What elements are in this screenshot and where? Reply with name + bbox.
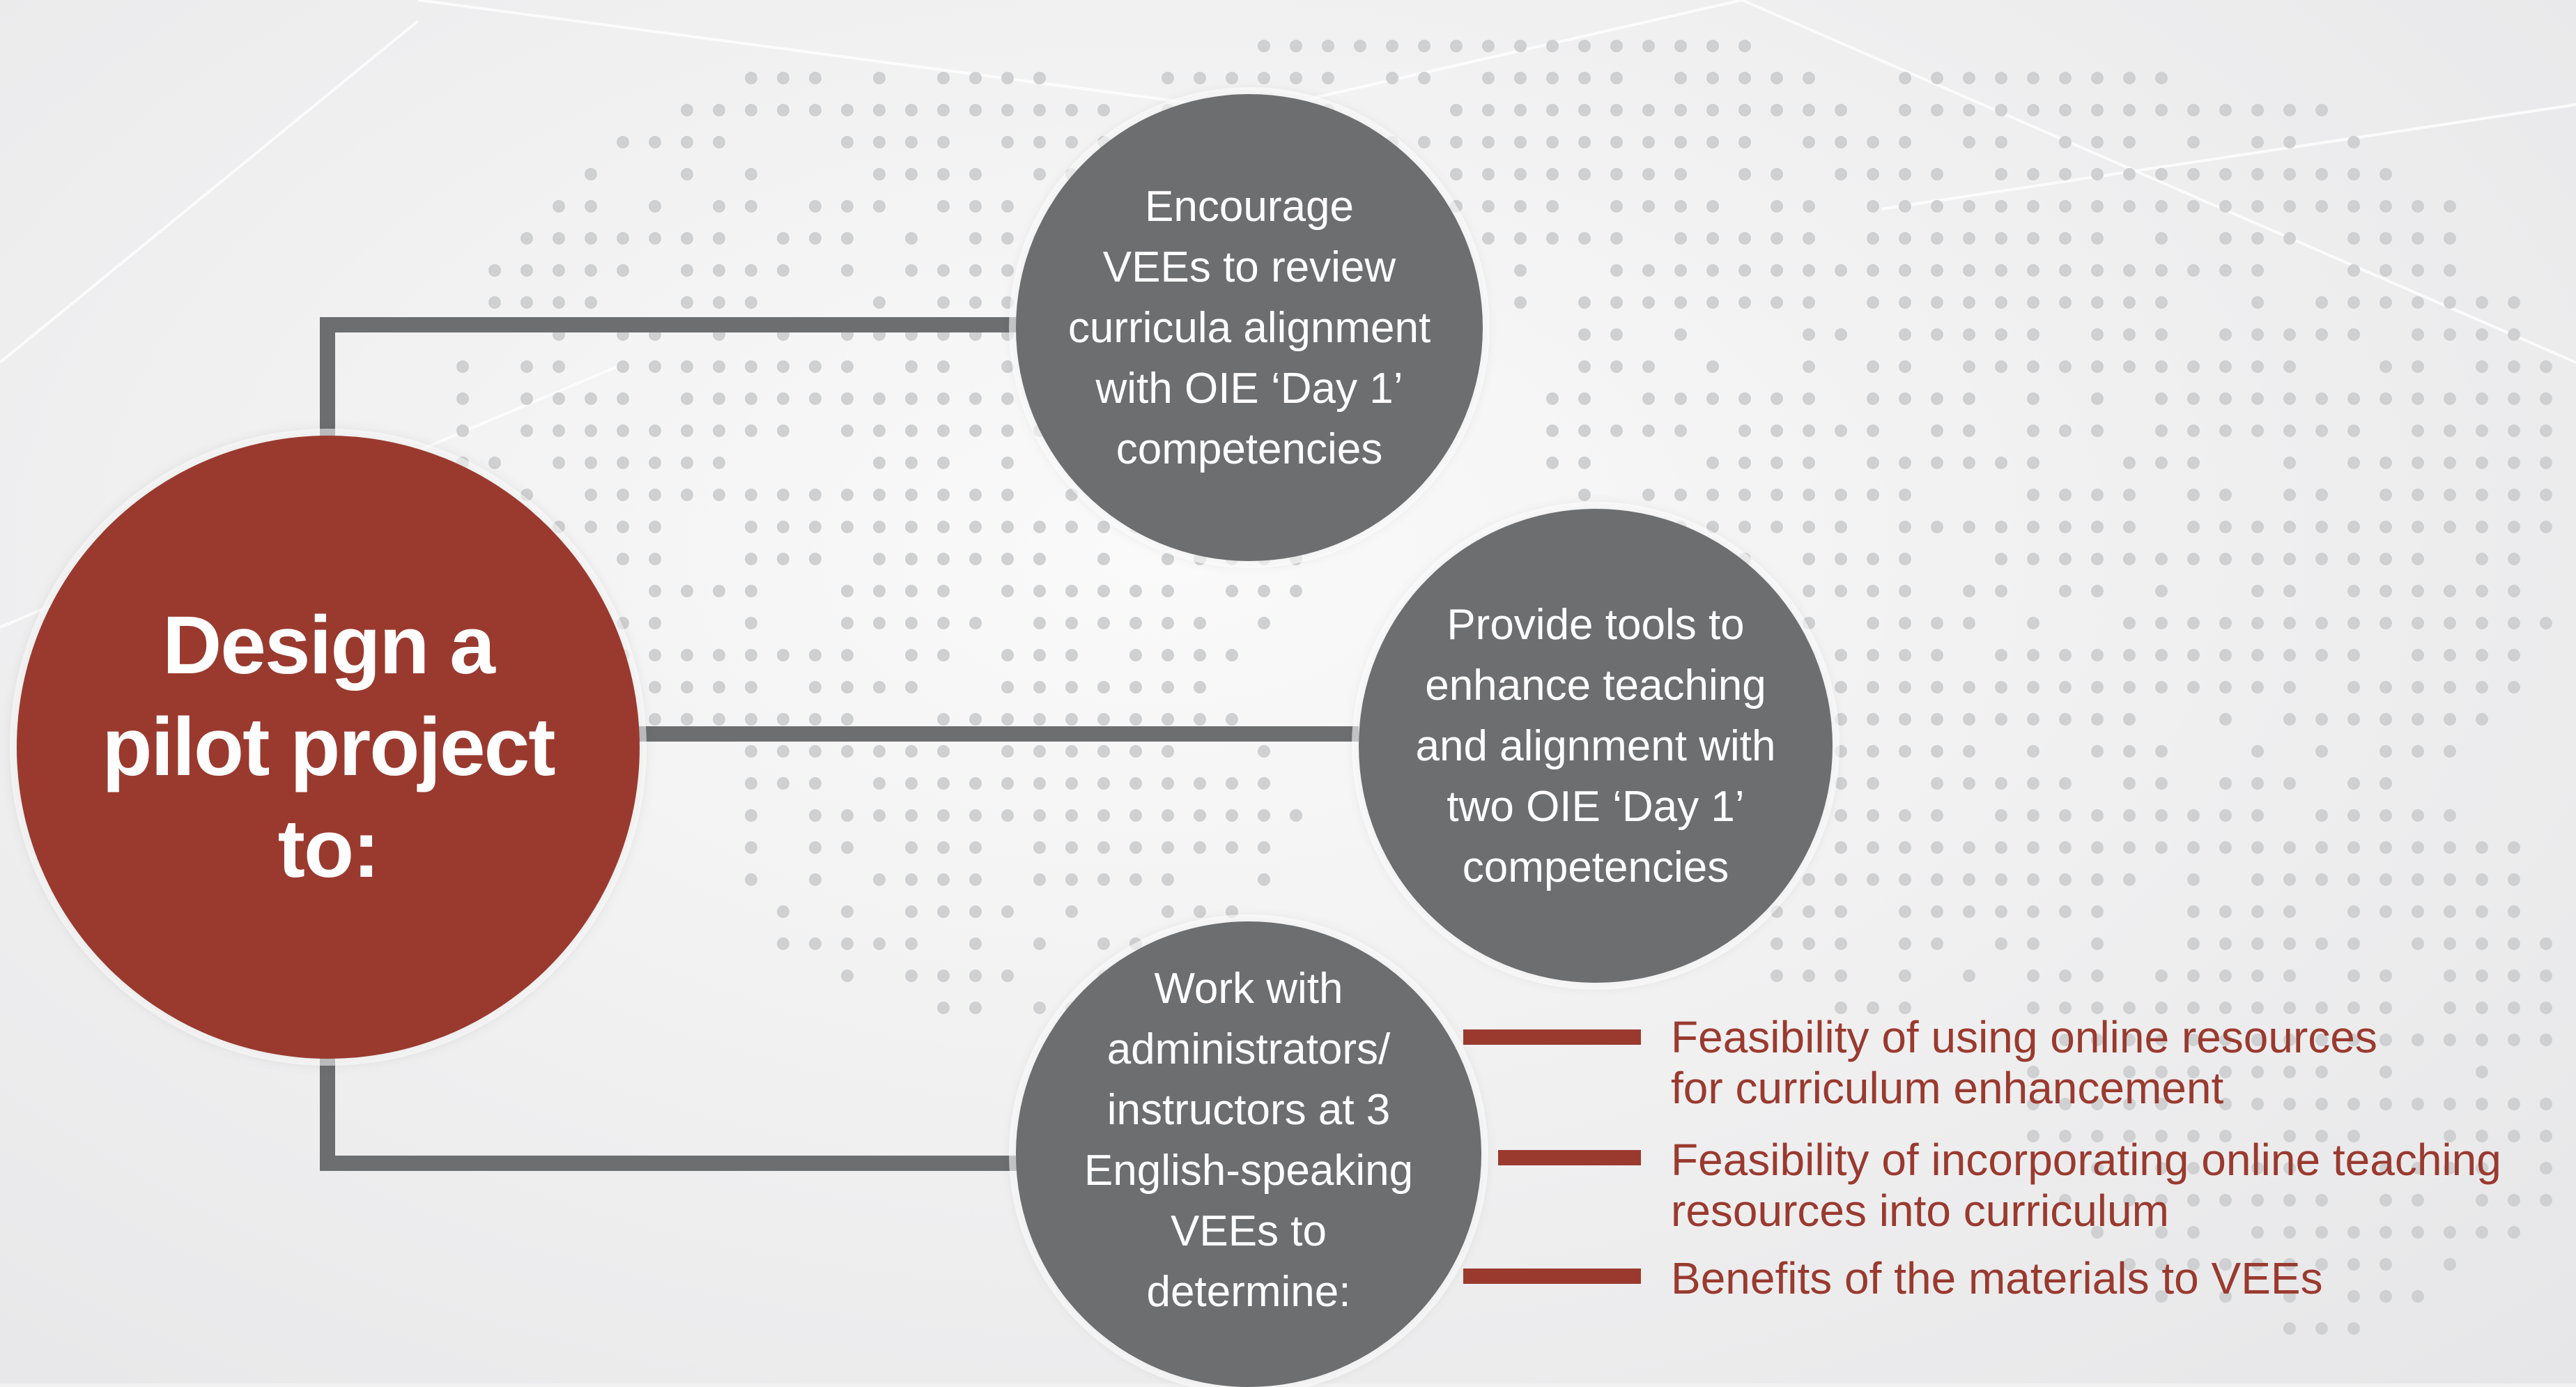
outcome-benefits: Benefits of the materials to VEEs bbox=[1671, 1253, 2323, 1303]
outcome-connector-2 bbox=[1498, 1150, 1641, 1165]
objective-text-work-with: Work with administrators/ instructors at… bbox=[1083, 965, 1414, 1316]
connector-top-vertical bbox=[320, 317, 335, 443]
connector-middle bbox=[634, 726, 1359, 742]
objective-text-encourage: Encourage VEEs to review curricula align… bbox=[1067, 182, 1431, 473]
objective-circle-provide-tools: Provide tools to enhance teaching and al… bbox=[1359, 509, 1833, 983]
connector-bottom-horizontal bbox=[320, 1156, 1017, 1171]
outcome-connector-3 bbox=[1463, 1269, 1641, 1284]
outcome-feasibility-online-resources: Feasibility of using online resources fo… bbox=[1671, 1012, 2377, 1113]
objective-text-provide-tools: Provide tools to enhance teaching and al… bbox=[1415, 600, 1776, 891]
main-goal-circle: Design a pilot project to: bbox=[17, 436, 640, 1059]
outcome-feasibility-incorporating: Feasibility of incorporating online teac… bbox=[1671, 1135, 2501, 1236]
outcome-connector-1 bbox=[1463, 1029, 1641, 1045]
objective-circle-work-with: Work with administrators/ instructors at… bbox=[1016, 921, 1481, 1387]
main-goal-title: Design a pilot project to: bbox=[102, 599, 555, 895]
connector-top-horizontal bbox=[320, 317, 1017, 332]
objective-circle-encourage: Encourage VEEs to review curricula align… bbox=[1016, 94, 1483, 561]
connector-bottom-vertical bbox=[320, 1052, 335, 1171]
